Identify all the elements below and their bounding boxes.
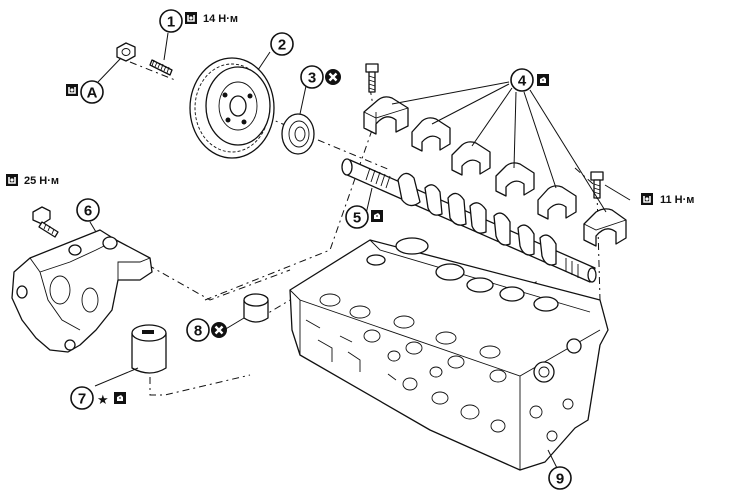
svg-text:9: 9 (556, 471, 564, 488)
camshaft-sprocket (189, 57, 275, 159)
front-bracket (11, 229, 153, 353)
camshaft (341, 158, 597, 283)
stud-bolt (149, 59, 173, 76)
callout-4: 4 (510, 68, 534, 92)
svg-text:7: 7 (78, 391, 86, 408)
lubricate-oil-icon (536, 73, 550, 87)
bracket-bolt-upper (365, 63, 379, 93)
bracket-bolt-right (590, 171, 604, 199)
callout-5: 5 (345, 205, 369, 229)
svg-text:3: 3 (308, 70, 316, 87)
torque-value-6: 25 Н·м (24, 175, 59, 187)
callout-9: 9 (548, 466, 572, 490)
nut (116, 42, 136, 62)
do-not-reuse-x-icon (323, 67, 343, 87)
torque-icon (640, 192, 654, 206)
svg-text:8: 8 (194, 323, 202, 340)
callout-7: 7 (70, 386, 94, 410)
do-not-reuse-x-icon (209, 320, 229, 340)
valve-lifter (131, 324, 167, 374)
svg-text:6: 6 (84, 203, 92, 220)
bracket-bolt (32, 206, 59, 238)
oil-seal (281, 113, 315, 155)
svg-text:5: 5 (353, 210, 361, 227)
torque-icon (184, 11, 198, 25)
torque-value-1: 14 Н·м (203, 13, 238, 25)
svg-text:4: 4 (518, 73, 527, 90)
torque-icon (65, 83, 79, 97)
camshaft-bracket-caps (363, 96, 627, 247)
svg-text:A: A (87, 85, 98, 102)
callout-1: 1 (159, 9, 183, 33)
callout-8: 8 (186, 318, 210, 342)
callout-6: 6 (76, 198, 100, 222)
lubricate-oil-icon (113, 391, 127, 405)
callout-3: 3 (300, 65, 324, 89)
star-mark: ★ (97, 392, 109, 407)
lubricate-oil-icon (370, 209, 384, 223)
svg-text:2: 2 (278, 37, 286, 54)
torque-value-4: 11 Н·м (660, 194, 694, 206)
svg-text:1: 1 (167, 14, 175, 31)
torque-icon (5, 173, 19, 187)
leader-lines (89, 32, 631, 469)
callout-a: A (80, 80, 104, 104)
plug-cap (243, 293, 269, 323)
cylinder-head (289, 237, 609, 471)
callout-2: 2 (270, 32, 294, 56)
